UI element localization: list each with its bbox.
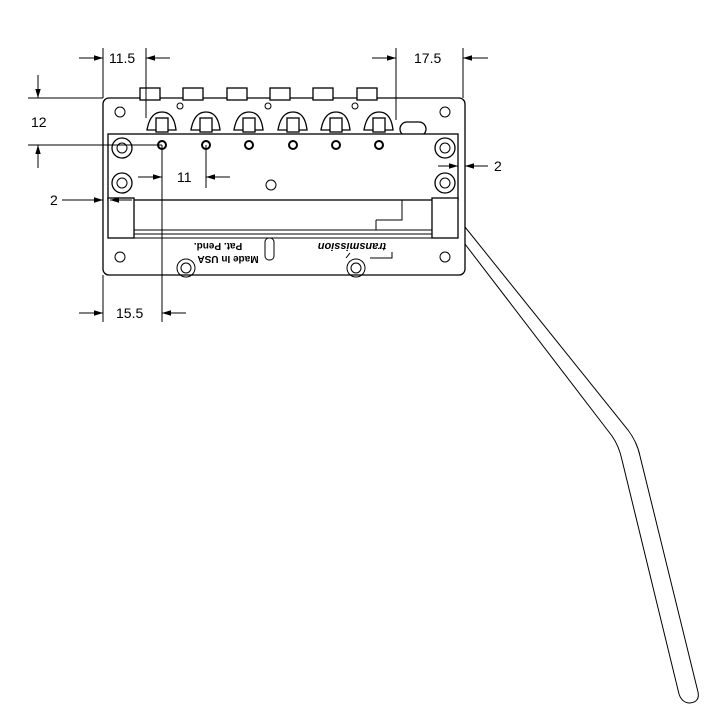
dim-saddle-pitch: 11 [177, 169, 192, 185]
brand-text: transmission [317, 240, 386, 252]
fine-tuner-tabs [139, 87, 378, 101]
dim-right-gap: 2 [494, 158, 502, 174]
dim-top-left: 11.5 [109, 50, 135, 66]
dim-left-height: 12 [31, 114, 47, 130]
saddle-3 [233, 111, 264, 133]
saddle-1 [146, 111, 177, 133]
dim-top-right: 17.5 [414, 50, 441, 66]
saddle-5 [320, 111, 351, 133]
dim-bottom-left: 15.5 [116, 305, 143, 321]
dimension-lines [28, 48, 488, 322]
dimension-labels: 11.5 17.5 12 11 2 2 15.5 [31, 50, 502, 321]
pat-pend-text: Pat. Pend. [194, 240, 243, 251]
saddle-6 [363, 111, 394, 133]
dim-left-gap: 2 [50, 192, 58, 208]
tremolo-arm [454, 221, 699, 704]
saddle-4 [277, 111, 308, 133]
saddles [146, 111, 427, 137]
engraving: Made In USA Pat. Pend. transmission [194, 240, 393, 264]
made-in-text: Made In USA [197, 253, 258, 264]
saddle-2 [190, 111, 221, 133]
bridge-housing [107, 133, 459, 239]
